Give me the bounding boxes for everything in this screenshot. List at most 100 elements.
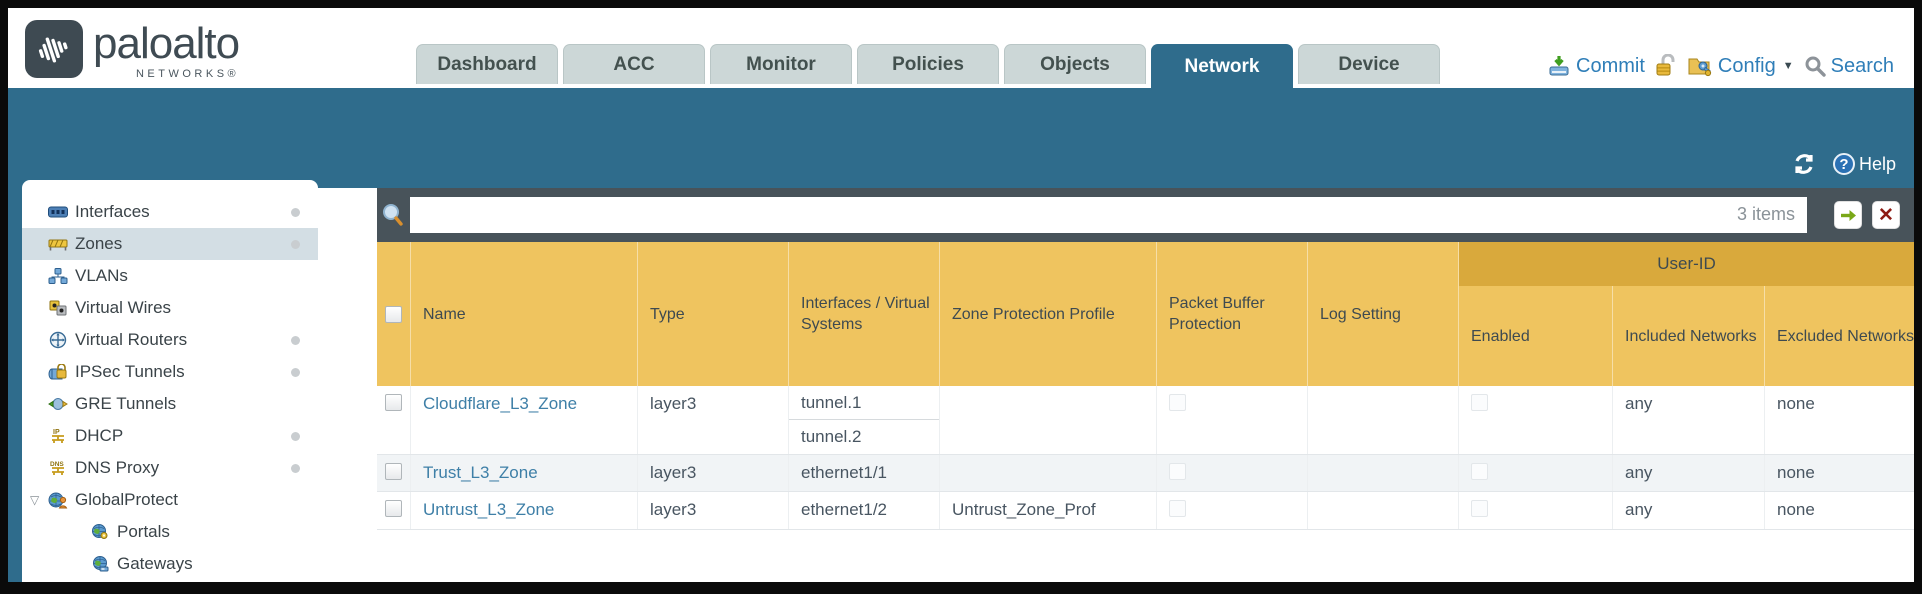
tab-network[interactable]: Network (1151, 44, 1293, 88)
chevron-down-icon: ▼ (1782, 60, 1794, 72)
sidebar-item-zones[interactable]: Zones (22, 228, 318, 260)
log-setting-cell (1308, 386, 1459, 454)
sidebar-item-label: Interfaces (75, 202, 150, 221)
interfaces-cell[interactable]: ethernet1/2 (789, 492, 940, 529)
user-id-group-header: User-ID (1459, 242, 1914, 286)
packet-buffer-checkbox[interactable] (1169, 500, 1186, 517)
sidebar-item-dhcp[interactable]: IP DHCP (22, 420, 318, 452)
clear-filter-button[interactable]: ✕ (1872, 201, 1900, 229)
filter-search-icon (383, 204, 403, 226)
sidebar-item-label: Zones (75, 234, 123, 253)
sidebar-item-label: IPSec Tunnels (75, 362, 185, 381)
row-checkbox[interactable] (385, 394, 402, 411)
packet-buffer-checkbox[interactable] (1169, 463, 1186, 480)
tab-acc[interactable]: ACC (563, 44, 705, 84)
help-button[interactable]: ? Help (1832, 153, 1896, 175)
sidebar-item-gateways[interactable]: Gateways (22, 548, 318, 580)
excluded-networks-cell: none (1777, 463, 1815, 482)
sidebar-item-label: DNS Proxy (75, 458, 160, 477)
sidebar-item-portals[interactable]: Portals (22, 516, 318, 548)
row-checkbox-cell (377, 386, 411, 454)
sidebar-item-globalprotect[interactable]: ▽ GlobalProtect (22, 484, 318, 516)
zone-type-cell: layer3 (638, 455, 789, 491)
user-id-enabled-checkbox[interactable] (1471, 500, 1488, 517)
zone-name-cell: Cloudflare_L3_Zone (411, 386, 638, 454)
sidebar-item-virtual-routers[interactable]: Virtual Routers (22, 324, 318, 356)
zone-name-link[interactable]: Untrust_L3_Zone (423, 500, 555, 519)
zones-content: 3 items ✕ User-ID (377, 188, 1914, 582)
col-header-log-setting[interactable]: Log Setting (1308, 242, 1459, 386)
zone-name-link[interactable]: Trust_L3_Zone (423, 463, 538, 482)
tab-policies[interactable]: Policies (857, 44, 999, 84)
row-checkbox[interactable] (385, 463, 402, 480)
config-menu[interactable]: Config ▼ (1687, 54, 1794, 78)
virtual-wires-icon (48, 299, 68, 317)
packet-buffer-checkbox[interactable] (1169, 394, 1186, 411)
interface-entry[interactable]: tunnel.2 (789, 420, 939, 454)
sidebar-item-label: GlobalProtect (75, 490, 178, 509)
sidebar-item-virtual-wires[interactable]: Virtual Wires (22, 292, 318, 324)
svg-text:DNS: DNS (50, 461, 64, 468)
col-header-name[interactable]: Name (411, 242, 638, 386)
ipsec-tunnels-icon (48, 363, 68, 381)
packet-buffer-cell (1157, 386, 1308, 454)
interfaces-cell[interactable]: ethernet1/1 (789, 455, 940, 491)
sidebar-item-ipsec-tunnels[interactable]: IPSec Tunnels (22, 356, 318, 388)
top-bar: paloalto NETWORKS® Dashboard ACC Monitor… (8, 8, 1914, 88)
vlans-icon (48, 267, 68, 285)
gateways-icon (90, 555, 110, 573)
portals-icon (90, 523, 110, 541)
expand-triangle-icon[interactable]: ▽ (30, 493, 40, 507)
user-id-enabled-checkbox[interactable] (1471, 394, 1488, 411)
band-tools: ? Help (1791, 152, 1896, 176)
status-dot (291, 367, 300, 377)
zone-name-link[interactable]: Cloudflare_L3_Zone (423, 394, 578, 413)
col-header-enabled[interactable]: Enabled (1459, 242, 1613, 386)
col-header-packet-buffer-protection[interactable]: Packet Buffer Protection (1157, 242, 1308, 386)
sidebar-item-label: Portals (117, 522, 170, 541)
col-header-excluded-networks[interactable]: Excluded Networks (1777, 327, 1914, 345)
sidebar-item-dns-proxy[interactable]: DNS DNS Proxy (22, 452, 318, 484)
select-all-checkbox[interactable] (385, 305, 402, 323)
log-setting-cell (1308, 455, 1459, 491)
tab-monitor[interactable]: Monitor (710, 44, 852, 84)
status-dot (291, 335, 300, 345)
col-header-type[interactable]: Type (638, 242, 789, 386)
user-id-enabled-cell (1459, 386, 1613, 454)
col-header-included-networks[interactable]: Included Networks (1613, 242, 1765, 386)
svg-text:IP: IP (53, 429, 60, 436)
tab-device[interactable]: Device (1298, 44, 1440, 84)
zones-icon (48, 235, 68, 253)
sidebar-item-gre-tunnels[interactable]: GRE Tunnels (22, 388, 318, 420)
apply-filter-button[interactable] (1834, 201, 1862, 229)
network-sidebar: Interfaces Zones VLANs Vir (22, 180, 318, 582)
tab-dashboard[interactable]: Dashboard (416, 44, 558, 84)
zone-protection-cell (940, 386, 1157, 454)
row-checkbox[interactable] (385, 500, 402, 517)
refresh-icon[interactable] (1791, 152, 1817, 176)
status-dot (291, 207, 300, 217)
zone-name-cell: Trust_L3_Zone (411, 455, 638, 491)
user-id-enabled-checkbox[interactable] (1471, 463, 1488, 480)
col-header-zone-protection-profile[interactable]: Zone Protection Profile (940, 242, 1157, 386)
commit-button[interactable]: Commit (1547, 54, 1645, 78)
header-checkbox-cell (377, 242, 411, 386)
filter-input[interactable] (410, 197, 1807, 233)
col-header-interfaces[interactable]: Interfaces / Virtual Systems (789, 242, 940, 386)
interface-entry[interactable]: tunnel.1 (789, 386, 939, 420)
sidebar-item-interfaces[interactable]: Interfaces (22, 196, 318, 228)
green-arrow-icon (1840, 209, 1856, 221)
excluded-networks-cell: none (1777, 500, 1815, 519)
status-dot (291, 239, 300, 249)
globalprotect-icon (48, 491, 68, 509)
sidebar-item-vlans[interactable]: VLANs (22, 260, 318, 292)
unlocked-padlock-icon[interactable] (1655, 54, 1677, 78)
main-nav-tabs: Dashboard ACC Monitor Policies Objects N… (416, 44, 1440, 88)
included-networks-cell: any (1613, 492, 1765, 529)
search-button[interactable]: Search (1804, 55, 1894, 78)
paloalto-logo-icon (25, 20, 83, 78)
pulse-bars-icon (38, 37, 68, 63)
tab-objects[interactable]: Objects (1004, 44, 1146, 84)
status-dot (291, 463, 300, 473)
help-icon: ? (1832, 153, 1855, 175)
